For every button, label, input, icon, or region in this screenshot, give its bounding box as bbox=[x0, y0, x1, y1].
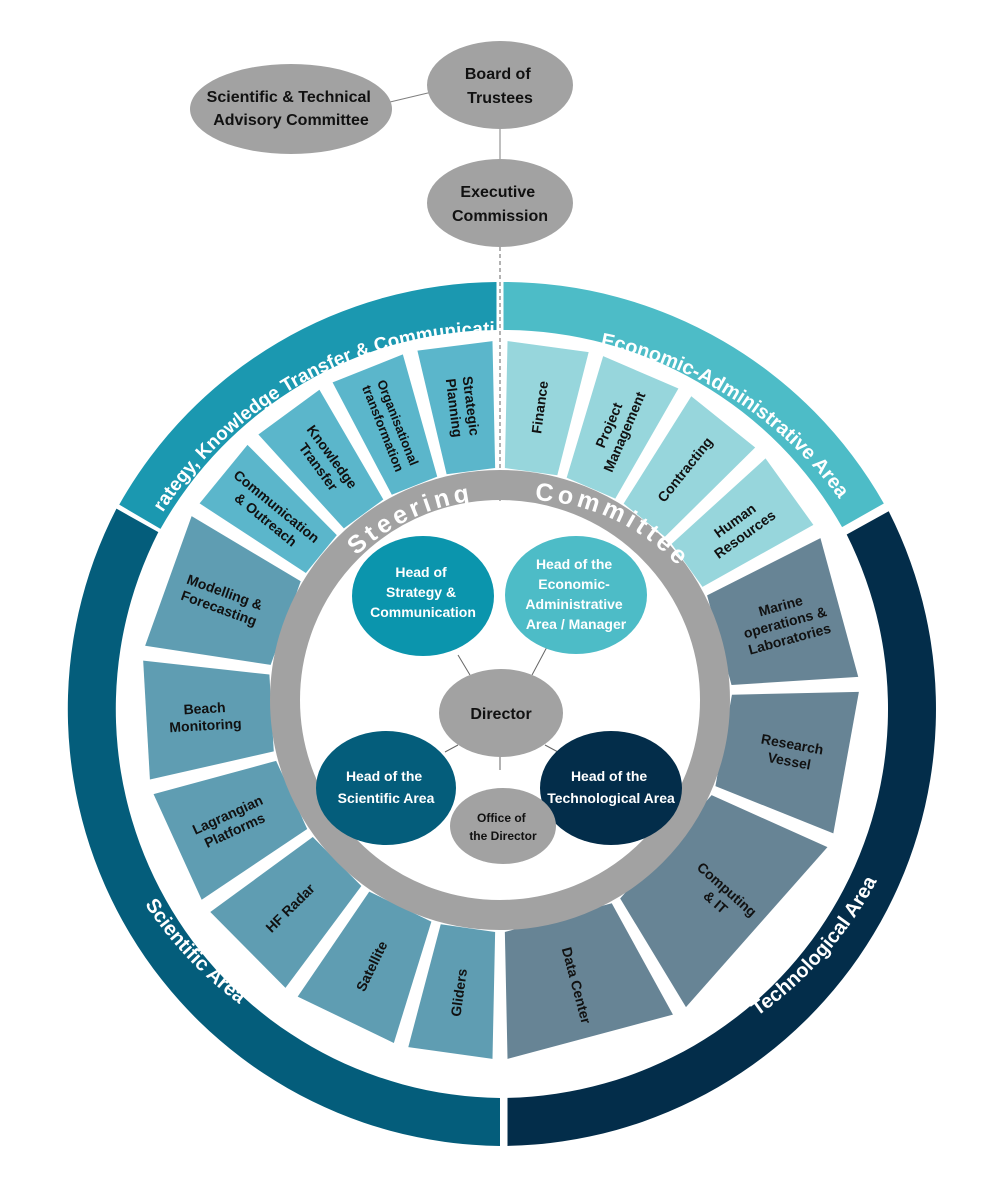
segment-human-resources bbox=[671, 458, 814, 587]
segment-beach-monitoring-label: BeachMonitoring bbox=[168, 698, 242, 735]
segment-modelling-forecasting bbox=[145, 516, 301, 665]
segment-strategic-planning-label-line: Strategic bbox=[460, 375, 483, 437]
technological-area-band bbox=[507, 511, 936, 1146]
svg-text:Board of Trustees: Board of Trustees bbox=[465, 66, 535, 107]
segment-research-vessel bbox=[715, 691, 859, 834]
svg-text:Director: Director bbox=[470, 706, 531, 723]
connector-strategy bbox=[457, 654, 471, 676]
svg-text:Executive Commission: Executive Commission bbox=[452, 184, 548, 225]
svg-text:Head of Strategy & Com: Head of Strategy & Communication bbox=[370, 564, 476, 620]
segment-beach-monitoring-label-line: Beach bbox=[183, 699, 226, 717]
advisory-committee-node bbox=[190, 64, 392, 154]
segment-finance bbox=[504, 341, 589, 476]
svg-text:Head of the Technological: Head of the Technological Area bbox=[547, 768, 675, 806]
segment-communication-outreach bbox=[199, 444, 337, 573]
scientific-area-band bbox=[67, 508, 500, 1146]
segment-data-center bbox=[504, 903, 673, 1059]
segment-organisational-transformation bbox=[332, 354, 438, 495]
svg-text:Head of the Scientific Are: Head of the Scientific Area bbox=[338, 768, 435, 806]
head-strategy-node bbox=[352, 536, 494, 656]
segment-contracting bbox=[623, 396, 756, 537]
svg-text:Office of the Director: Office of the Director bbox=[469, 811, 537, 843]
board-of-trustees-node bbox=[427, 41, 573, 129]
segment-finance-label: Finance bbox=[528, 380, 551, 435]
segment-knowledge-transfer bbox=[258, 389, 384, 529]
advisory-line-1: Scientific & Technical bbox=[207, 89, 371, 106]
svg-text:Head of the Economic-: Head of the Economic- Administrative Are… bbox=[525, 556, 626, 632]
board-advisory-connector bbox=[389, 91, 433, 103]
board-line-2: Trustees bbox=[467, 90, 533, 107]
segment-strategic-planning-label-line: Planning bbox=[443, 378, 466, 439]
segment-gliders-label-line: Gliders bbox=[448, 967, 471, 1017]
segment-gliders bbox=[408, 924, 496, 1059]
economic-area-band bbox=[503, 282, 884, 528]
executive-line-2: Commission bbox=[452, 208, 548, 225]
segment-finance-label-line: Finance bbox=[528, 380, 551, 435]
segment-strategic-planning bbox=[417, 341, 496, 475]
segment-research-vessel-label: ResearchVessel bbox=[757, 731, 825, 775]
director-node bbox=[439, 669, 563, 757]
segment-marine-operations bbox=[707, 538, 859, 686]
segment-project-management bbox=[566, 356, 679, 499]
segment-gliders-label: Gliders bbox=[448, 967, 471, 1017]
steering-committee-ring bbox=[270, 470, 730, 930]
segment-beach-monitoring-label-line: Monitoring bbox=[169, 715, 242, 735]
executive-commission-node bbox=[427, 159, 573, 247]
board-line-1: Board of bbox=[465, 66, 531, 83]
connector-scientific bbox=[444, 744, 459, 753]
segment-lagrangian-platforms bbox=[153, 760, 308, 900]
advisory-line-2: Advisory Committee bbox=[213, 112, 369, 129]
connector-technological bbox=[544, 744, 559, 753]
segment-beach-monitoring bbox=[143, 660, 274, 780]
head-technological-node bbox=[540, 731, 682, 845]
segment-research-vessel-label-line: Vessel bbox=[766, 749, 812, 773]
head-scientific-node bbox=[316, 731, 456, 845]
strategy-area-band bbox=[119, 282, 497, 529]
segment-strategic-planning-label: StrategicPlanning bbox=[443, 375, 483, 439]
svg-text:Scientific & Technical Adv: Scientific & Technical Advisory Committe… bbox=[207, 89, 376, 129]
segment-satellite bbox=[297, 891, 432, 1043]
office-of-director-node bbox=[450, 788, 556, 864]
head-economic-node bbox=[505, 536, 647, 654]
segment-hf-radar bbox=[210, 837, 362, 988]
executive-line-1: Executive bbox=[460, 184, 535, 201]
connector-economic bbox=[531, 644, 549, 676]
